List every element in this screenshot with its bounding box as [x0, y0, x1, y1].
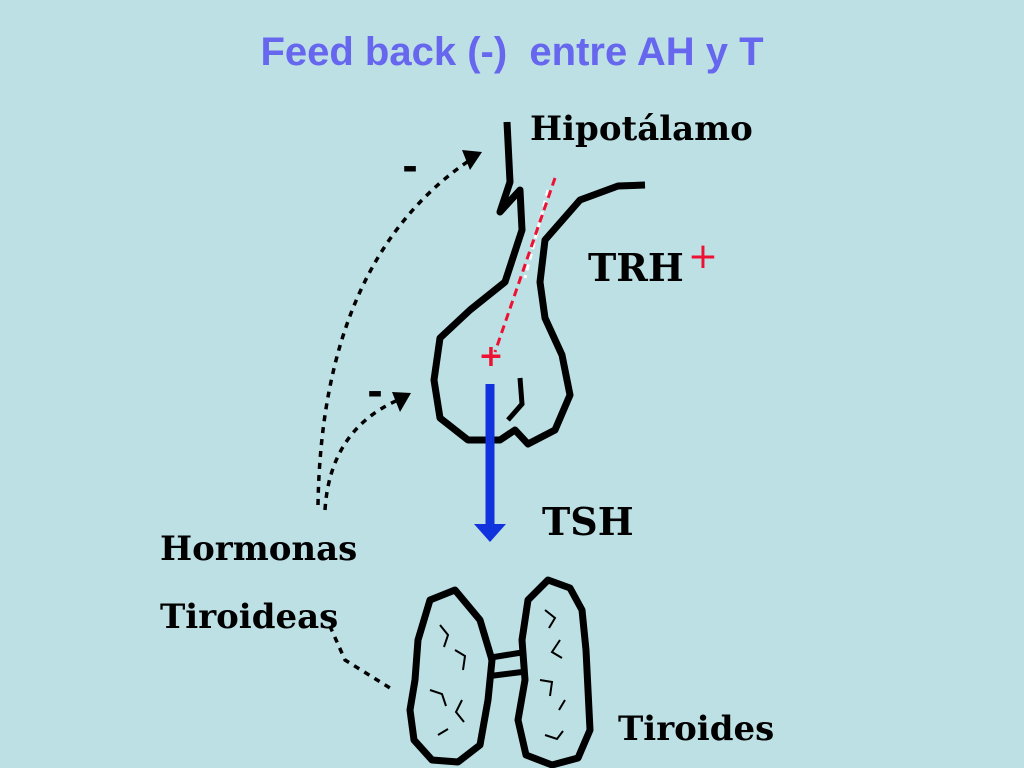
slide-title: Feed back (-) entre AH y T [260, 30, 764, 74]
label-trh: TRH [588, 245, 684, 290]
hypothalamus-outline [430, 121, 646, 448]
feedback-arrowhead-upper [462, 150, 482, 170]
upper-minus-sign: - [402, 145, 418, 189]
tsh-arrow-head [474, 524, 506, 542]
connector-to-thyroid [323, 614, 391, 690]
thyroid-left-lobe [406, 586, 496, 766]
lower-minus-sign: - [367, 370, 383, 414]
thyroid-texture [429, 609, 566, 741]
label-tiroideas: Tiroideas [160, 597, 338, 637]
label-hormonas: Hormonas [160, 529, 357, 569]
hypophysis-plus-sign: + [478, 339, 503, 374]
feedback-arrowhead-lower [392, 392, 411, 412]
feedback-arrow-to-hypophysis [323, 398, 399, 511]
feedback-arrow-to-hypothalamus [316, 158, 471, 506]
trh-plus-sign: + [688, 236, 718, 277]
trh-stimulus-line [493, 177, 557, 353]
hypophysis-inner-line [506, 377, 525, 422]
label-tiroides: Tiroides [618, 709, 774, 749]
thyroid-isthmus [487, 649, 526, 679]
thyroid-right-lobe [514, 576, 594, 768]
label-tsh: TSH [542, 499, 634, 544]
label-hipotalamo: Hipotálamo [530, 109, 753, 149]
